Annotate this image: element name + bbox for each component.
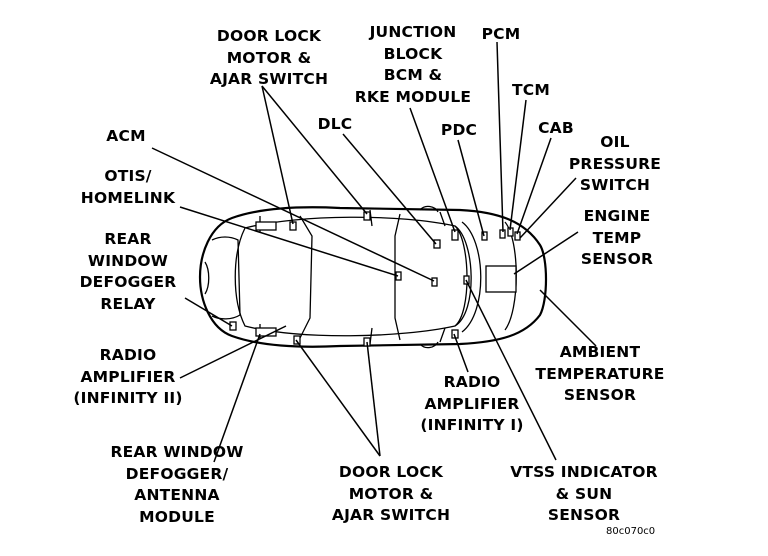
label-pcm: PCM: [481, 25, 521, 43]
label-engine-temp-sensor: ENGINE TEMP SENSOR: [580, 207, 654, 268]
label-junction-block: JUNCTION BLOCK BCM & RKE MODULE: [354, 23, 472, 106]
label-cab: CAB: [538, 119, 574, 137]
label-radio-amplifier-infinity-ii: RADIO AMPLIFIER (INFINITY II): [73, 346, 183, 407]
label-acm: ACM: [106, 127, 146, 145]
label-door-lock-motor-bottom: DOOR LOCK MOTOR & AJAR SWITCH: [331, 463, 451, 524]
leader-lines: [151, 41, 597, 463]
label-pdc: PDC: [440, 121, 478, 139]
label-otis-homelink: OTIS/ HOMELINK: [80, 167, 176, 207]
label-rear-window-defogger-antenna-module: REAR WINDOW DEFOGGER/ ANTENNA MODULE: [110, 443, 244, 526]
figure-id: 80c070c0: [606, 526, 656, 537]
label-dlc: DLC: [317, 115, 353, 133]
label-ambient-temperature-sensor: AMBIENT TEMPERATURE SENSOR: [535, 343, 665, 404]
component-markers: [229, 211, 521, 347]
label-rear-window-defogger-relay: REAR WINDOW DEFOGGER RELAY: [79, 230, 177, 313]
label-oil-pressure-switch: OIL PRESSURE SWITCH: [568, 133, 662, 194]
label-vtss-indicator-sun-sensor: VTSS INDICATOR & SUN SENSOR: [510, 463, 658, 524]
label-door-lock-motor-top: DOOR LOCK MOTOR & AJAR SWITCH: [209, 27, 329, 88]
label-radio-amplifier-infinity-i: RADIO AMPLIFIER (INFINITY I): [420, 373, 524, 434]
label-tcm: TCM: [512, 81, 550, 99]
